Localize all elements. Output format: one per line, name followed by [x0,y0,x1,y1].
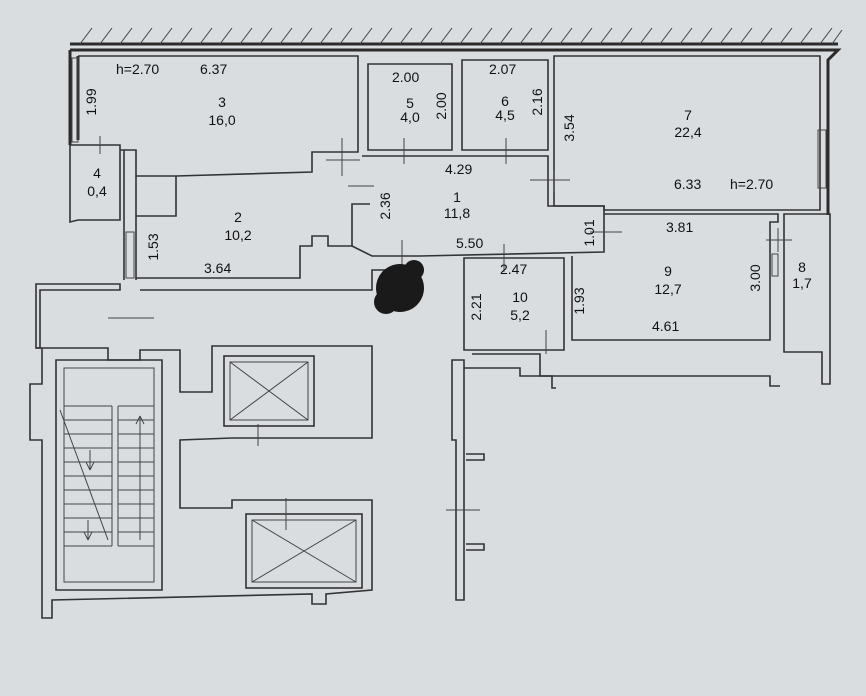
room-5-number: 5 [406,95,414,111]
dimension-labels: h=2.70 6.37 1.99 2.00 2.00 2.07 2.16 3.5… [83,61,773,334]
room-3-number: 3 [218,94,226,110]
dim-3-54: 3.54 [561,114,577,141]
dim-1-01: 1.01 [581,219,597,246]
room-2-area: 10,2 [224,227,251,243]
common-area [29,269,780,619]
room-7-number: 7 [684,107,692,123]
dim-3-64: 3.64 [204,260,231,276]
room-6-number: 6 [501,93,509,109]
dim-6-33: 6.33 [674,176,701,192]
dim-2-07: 2.07 [489,61,516,77]
room-9-area: 12,7 [654,281,681,297]
lift-shaft-1 [223,355,315,427]
room-10-number: 10 [512,289,528,305]
dim-1-93: 1.93 [571,287,587,314]
dim-1-99: 1.99 [83,88,99,115]
room-1-number: 1 [453,189,461,205]
lift-shaft-2 [245,513,363,589]
door-marks [99,136,792,530]
dim-2-47: 2.47 [500,261,527,277]
room-10-area: 5,2 [510,307,530,323]
room-6-area: 4,5 [495,107,515,123]
dim-5-50: 5.50 [456,235,483,251]
dim-1-53: 1.53 [145,233,161,260]
room-labels: 3 16,0 4 0,4 5 4,0 6 4,5 7 22,4 1 11,8 2… [87,93,812,323]
dim-2-16: 2.16 [529,88,545,115]
room-7-area: 22,4 [674,124,701,140]
dim-2-00-top: 2.00 [392,69,419,85]
dim-4-29: 4.29 [445,161,472,177]
room-5-area: 4,0 [400,109,420,125]
apartment-walls [68,48,842,385]
room-9-number: 9 [664,263,672,279]
room-4-area: 0,4 [87,183,107,199]
dim-3-00: 3.00 [747,264,763,291]
dim-3-81: 3.81 [666,219,693,235]
room-8-area: 1,7 [792,275,812,291]
dim-2-21: 2.21 [468,293,484,320]
room-8-number: 8 [798,259,806,275]
height-label-right: h=2.70 [730,176,773,192]
dim-6-37: 6.37 [200,61,227,77]
dim-2-00-side: 2.00 [433,92,449,119]
room-3-area: 16,0 [208,112,235,128]
dim-4-61: 4.61 [652,318,679,334]
room-4-number: 4 [93,165,101,181]
height-label-left: h=2.70 [116,61,159,77]
dim-2-36: 2.36 [377,192,393,219]
room-2-number: 2 [234,209,242,225]
exterior-wall-hatch [70,27,843,46]
room-1-area: 11,8 [444,205,470,221]
ink-stain [374,260,424,314]
